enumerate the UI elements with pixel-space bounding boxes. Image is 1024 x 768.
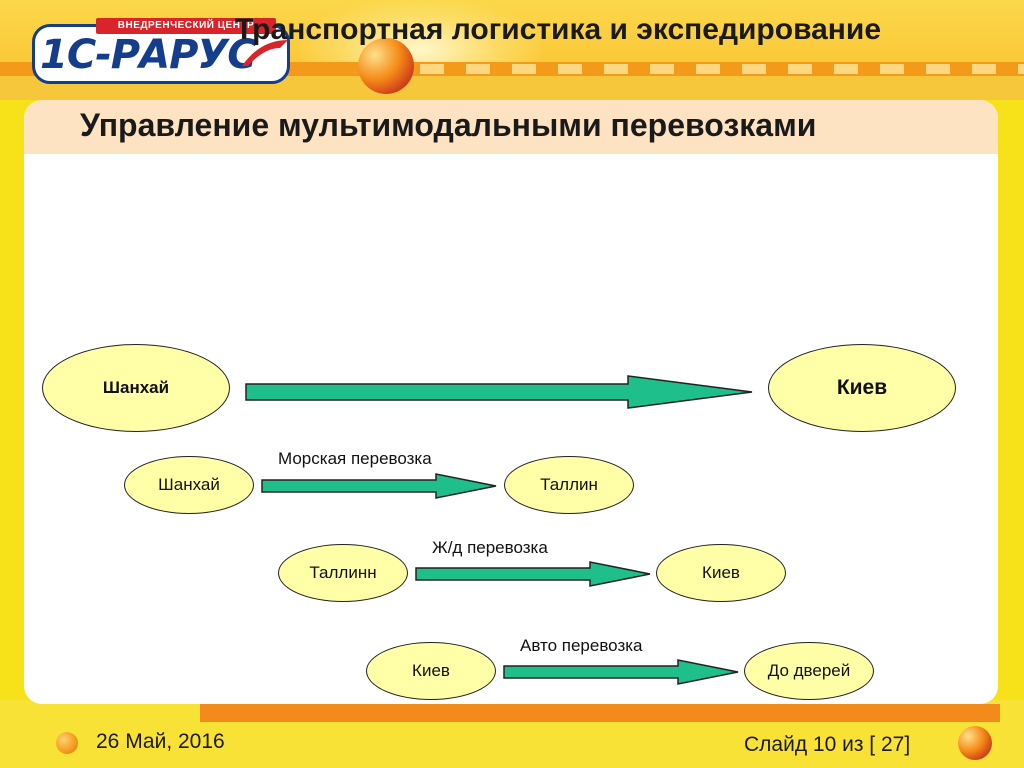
node-main-origin-label: Шанхай — [102, 378, 170, 397]
auto-route-arrow — [503, 659, 739, 685]
node-auto-origin-label: Киев — [412, 661, 450, 680]
node-rail-origin-label: Таллинн — [309, 563, 377, 582]
header-dash-decoration — [420, 64, 1024, 74]
logo-frame — [32, 24, 290, 84]
slide-counter: Слайд 10 из [ 27] — [744, 733, 911, 756]
edge-label-auto: Авто перевозка — [520, 636, 643, 655]
sea-route-arrow — [261, 473, 497, 499]
node-auto-destination-label: До дверей — [767, 661, 851, 680]
node-rail-destination: Киев — [656, 544, 786, 602]
node-auto-origin: Киев — [366, 642, 496, 700]
rail-route-arrow — [415, 561, 651, 587]
logo-text: 1С-РАРУС — [40, 32, 257, 78]
node-rail-destination-label: Киев — [702, 563, 740, 582]
footer-bullet-icon — [56, 732, 78, 754]
logo-swoosh-icon — [242, 40, 288, 66]
node-auto-destination: До дверей — [744, 642, 874, 700]
footer-date: 26 Май, 2016 — [96, 730, 225, 753]
node-main-origin: Шанхай — [42, 344, 230, 432]
node-main-destination: Киев — [768, 344, 956, 432]
edge-label-rail: Ж/д перевозка — [432, 538, 548, 557]
node-sea-origin-label: Шанхай — [158, 475, 220, 494]
node-sea-origin: Шанхай — [124, 456, 254, 514]
node-sea-destination: Таллин — [504, 456, 634, 514]
node-main-destination-label: Киев — [836, 376, 888, 399]
header-title: Транспортная логистика и экспедирование — [235, 13, 882, 46]
edge-label-sea: Морская перевозка — [278, 449, 432, 468]
slide-title: Управление мультимодальными перевозками — [80, 107, 817, 143]
footer-band — [200, 704, 1000, 722]
main-route-arrow — [245, 375, 753, 409]
logo-banner: ВНЕДРЕНЧЕСКИЙ ЦЕНТР — [96, 18, 276, 34]
orange-ball-icon — [358, 38, 414, 94]
footer-orange-ball-icon — [958, 726, 992, 760]
node-rail-origin: Таллинн — [278, 544, 408, 602]
node-sea-destination-label: Таллин — [540, 475, 598, 494]
title-band — [24, 100, 998, 154]
